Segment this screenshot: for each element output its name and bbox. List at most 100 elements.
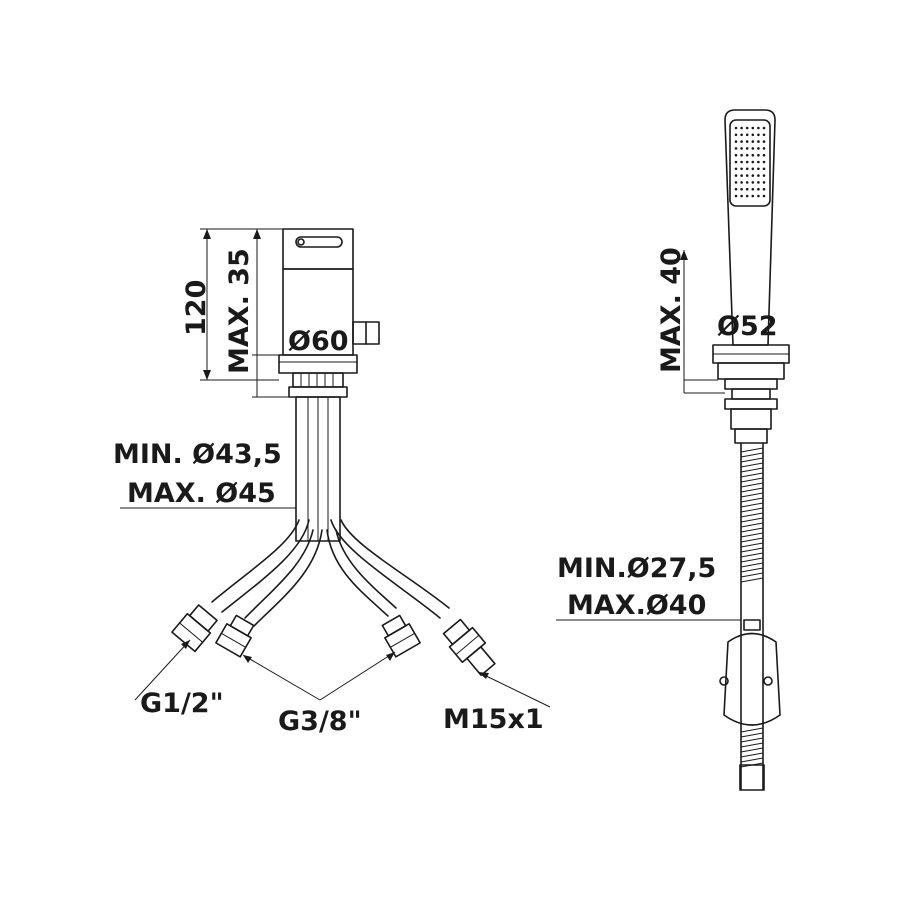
- spray-nozzle: [745, 174, 749, 177]
- spray-nozzle: [751, 147, 755, 150]
- label-height-120: 120: [181, 280, 212, 336]
- dimension-labels: 120 MAX. 35 Ø60 MIN. Ø43,5 MAX. Ø45 G1/2…: [113, 247, 778, 737]
- spray-nozzle: [740, 174, 743, 177]
- spray-nozzle: [734, 147, 738, 150]
- spray-nozzle: [751, 174, 755, 177]
- spray-nozzle: [734, 133, 738, 137]
- spray-nozzle: [751, 160, 755, 164]
- label-m15x1: M15x1: [443, 704, 544, 735]
- hose-coil-turn: [740, 457, 764, 463]
- hose-coil-turn: [740, 542, 764, 548]
- fitting-leaders: [134, 639, 551, 708]
- spray-nozzle: [751, 133, 755, 137]
- hose-coil-turn: [740, 522, 764, 528]
- hose-coil-turn: [740, 742, 764, 748]
- spray-nozzle: [757, 167, 760, 171]
- hose-coil-turn: [740, 487, 764, 493]
- spray-nozzles: [734, 126, 766, 198]
- spray-nozzle: [740, 133, 743, 137]
- hose-coil-turn: [740, 447, 764, 453]
- label-max-dia-40: MAX.Ø40: [567, 590, 706, 621]
- hose-coil-turn: [740, 757, 764, 763]
- spray-nozzle: [740, 187, 743, 191]
- spray-nozzle: [745, 126, 749, 130]
- spray-nozzle: [734, 181, 738, 184]
- spray-nozzle: [734, 153, 738, 157]
- hose-coil-turn: [740, 732, 764, 738]
- mixer-body: [278, 228, 380, 542]
- spray-nozzle: [762, 153, 766, 157]
- hose-coil-turn: [740, 482, 764, 488]
- hose-coil-turn: [740, 727, 764, 733]
- hose-coil-turn: [740, 452, 764, 458]
- spray-nozzle: [757, 147, 760, 150]
- hose-coil-turn: [740, 537, 764, 543]
- spray-nozzle: [762, 126, 766, 130]
- spray-nozzle: [745, 153, 749, 157]
- hose-coil-turn: [740, 532, 764, 538]
- label-g1-2: G1/2": [140, 688, 224, 719]
- spray-nozzle: [740, 160, 743, 164]
- hose-coil-turn: [740, 492, 764, 498]
- spray-nozzle: [751, 140, 755, 143]
- spray-nozzle: [762, 174, 766, 177]
- label-max-40: MAX. 40: [656, 247, 687, 373]
- spray-nozzle: [762, 140, 766, 143]
- hose-coil-turn: [740, 567, 764, 573]
- shower-dimensions: [556, 250, 741, 621]
- spray-nozzle: [740, 181, 743, 184]
- spray-nozzle: [762, 147, 766, 150]
- spray-nozzle: [745, 187, 749, 191]
- spray-nozzle: [757, 140, 760, 143]
- hose-coil-turn: [740, 557, 764, 563]
- hose-coil-turn: [740, 517, 764, 523]
- spray-nozzle: [762, 133, 766, 137]
- spray-nozzle: [762, 194, 766, 198]
- spray-nozzle: [734, 140, 738, 143]
- hose-coil-turn: [740, 747, 764, 753]
- spray-nozzle: [734, 174, 738, 177]
- spray-nozzle: [757, 194, 760, 198]
- spray-nozzle: [762, 167, 766, 171]
- hose-coil-turn: [740, 552, 764, 558]
- spray-nozzle: [757, 174, 760, 177]
- hose-coil-turn: [740, 502, 764, 508]
- spray-nozzle: [745, 181, 749, 184]
- hose-coil-turn: [740, 472, 764, 478]
- label-max-dia-45: MAX. Ø45: [127, 478, 276, 509]
- spray-nozzle: [757, 187, 760, 191]
- spray-nozzle: [757, 126, 760, 130]
- label-min-dia-43-5: MIN. Ø43,5: [113, 439, 282, 470]
- spray-nozzle: [745, 167, 749, 171]
- spray-nozzle: [751, 181, 755, 184]
- label-max-35: MAX. 35: [224, 248, 255, 374]
- spray-nozzle: [757, 160, 760, 164]
- spray-nozzle: [757, 133, 760, 137]
- label-dia-60: Ø60: [288, 326, 349, 357]
- spray-nozzle: [751, 126, 755, 130]
- mixer-fittings: [171, 604, 496, 677]
- spray-nozzle: [740, 140, 743, 143]
- hose-coil-turn: [740, 737, 764, 743]
- hose-coil-turn: [740, 467, 764, 473]
- spray-nozzle: [740, 126, 743, 130]
- mixer-dimensions: [120, 228, 296, 509]
- label-dia-52: Ø52: [717, 311, 778, 342]
- label-min-dia-27-5: MIN.Ø27,5: [557, 553, 716, 584]
- label-g3-8: G3/8": [278, 706, 362, 737]
- spray-nozzle: [757, 181, 760, 184]
- hose-coil-turn: [740, 562, 764, 568]
- spray-nozzle: [762, 160, 766, 164]
- spray-nozzle: [745, 140, 749, 143]
- hose-coil-turn: [740, 752, 764, 758]
- spray-nozzle: [751, 194, 755, 198]
- hose-coil-turn: [740, 477, 764, 483]
- spray-nozzle: [740, 194, 743, 198]
- spray-nozzle: [745, 160, 749, 164]
- spray-nozzle: [740, 147, 743, 150]
- hand-shower: [712, 109, 790, 791]
- spray-nozzle: [751, 153, 755, 157]
- spray-nozzle: [734, 187, 738, 191]
- spray-nozzle: [751, 187, 755, 191]
